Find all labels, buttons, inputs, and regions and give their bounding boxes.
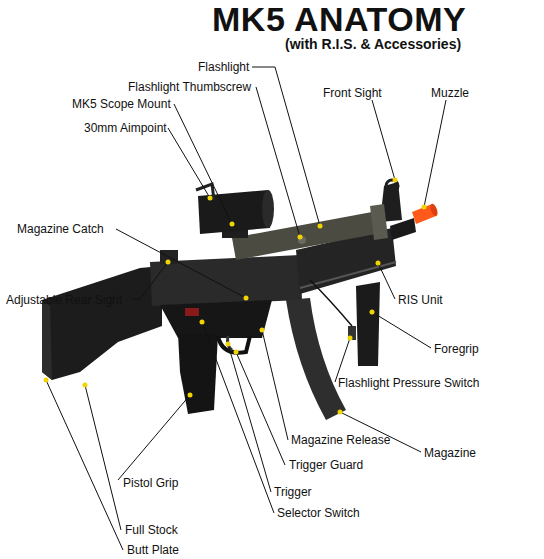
part-label: Trigger Guard [289,458,363,472]
selector-marking [185,308,199,316]
part-label: Full Stock [125,523,178,537]
leader-line [335,338,350,382]
leader-line [174,104,232,224]
part-label: Butt Plate [127,543,179,557]
subtitle: (with R.I.S. & Accessories) [285,36,461,52]
pressure-switch-shape [348,326,356,340]
part-label: MK5 Scope Mount [72,97,171,111]
magazine-shape [286,298,346,420]
leader-line [372,100,395,180]
flashlight-head [370,204,388,240]
aimpoint-shape [198,190,270,234]
muzzle-end [429,203,439,217]
part-label: Magazine Catch [17,222,104,236]
leader-line [116,229,246,298]
leader-line [256,87,300,237]
stock-shape [42,266,162,380]
diagram-title: MK5 ANATOMY [212,0,466,38]
part-label: Flashlight [198,60,249,74]
barrel-shape [390,218,416,240]
aimpoint-lens [262,190,274,228]
leader-line [168,128,210,198]
leader-line [262,330,288,440]
leader-line [228,344,271,492]
part-label: 30mm Aimpoint [84,121,167,135]
trigger-group-shape [160,300,272,338]
leader-line [378,263,395,299]
leader-lines [46,67,446,550]
leader-line [202,322,274,513]
part-label: Foregrip [434,342,479,356]
leader-line [118,395,190,480]
part-label: Muzzle [431,86,469,100]
leader-line [132,262,168,299]
leader-line [46,380,123,550]
leader-line [372,312,431,348]
part-label: Pistol Grip [123,476,178,490]
part-label: Trigger [274,485,312,499]
part-label: Flashlight Thumbscrew [128,80,251,94]
part-label: Flashlight Pressure Switch [338,376,479,390]
part-label: Selector Switch [277,506,360,520]
part-label: Magazine [424,446,476,460]
leader-line [252,67,320,226]
part-label: Magazine Release [291,433,390,447]
foregrip-shape [356,282,380,366]
part-label: RIS Unit [398,293,443,307]
part-label: Adjustable Rear Sight [6,293,122,307]
part-label: Front Sight [323,86,382,100]
leader-line [85,385,121,530]
lens-cap [196,184,214,200]
leader-line [424,100,446,207]
trigger-guard-shape [218,336,250,353]
butt-plate-shape [42,300,52,380]
leader-line [236,352,285,465]
switch-cable [310,280,352,326]
